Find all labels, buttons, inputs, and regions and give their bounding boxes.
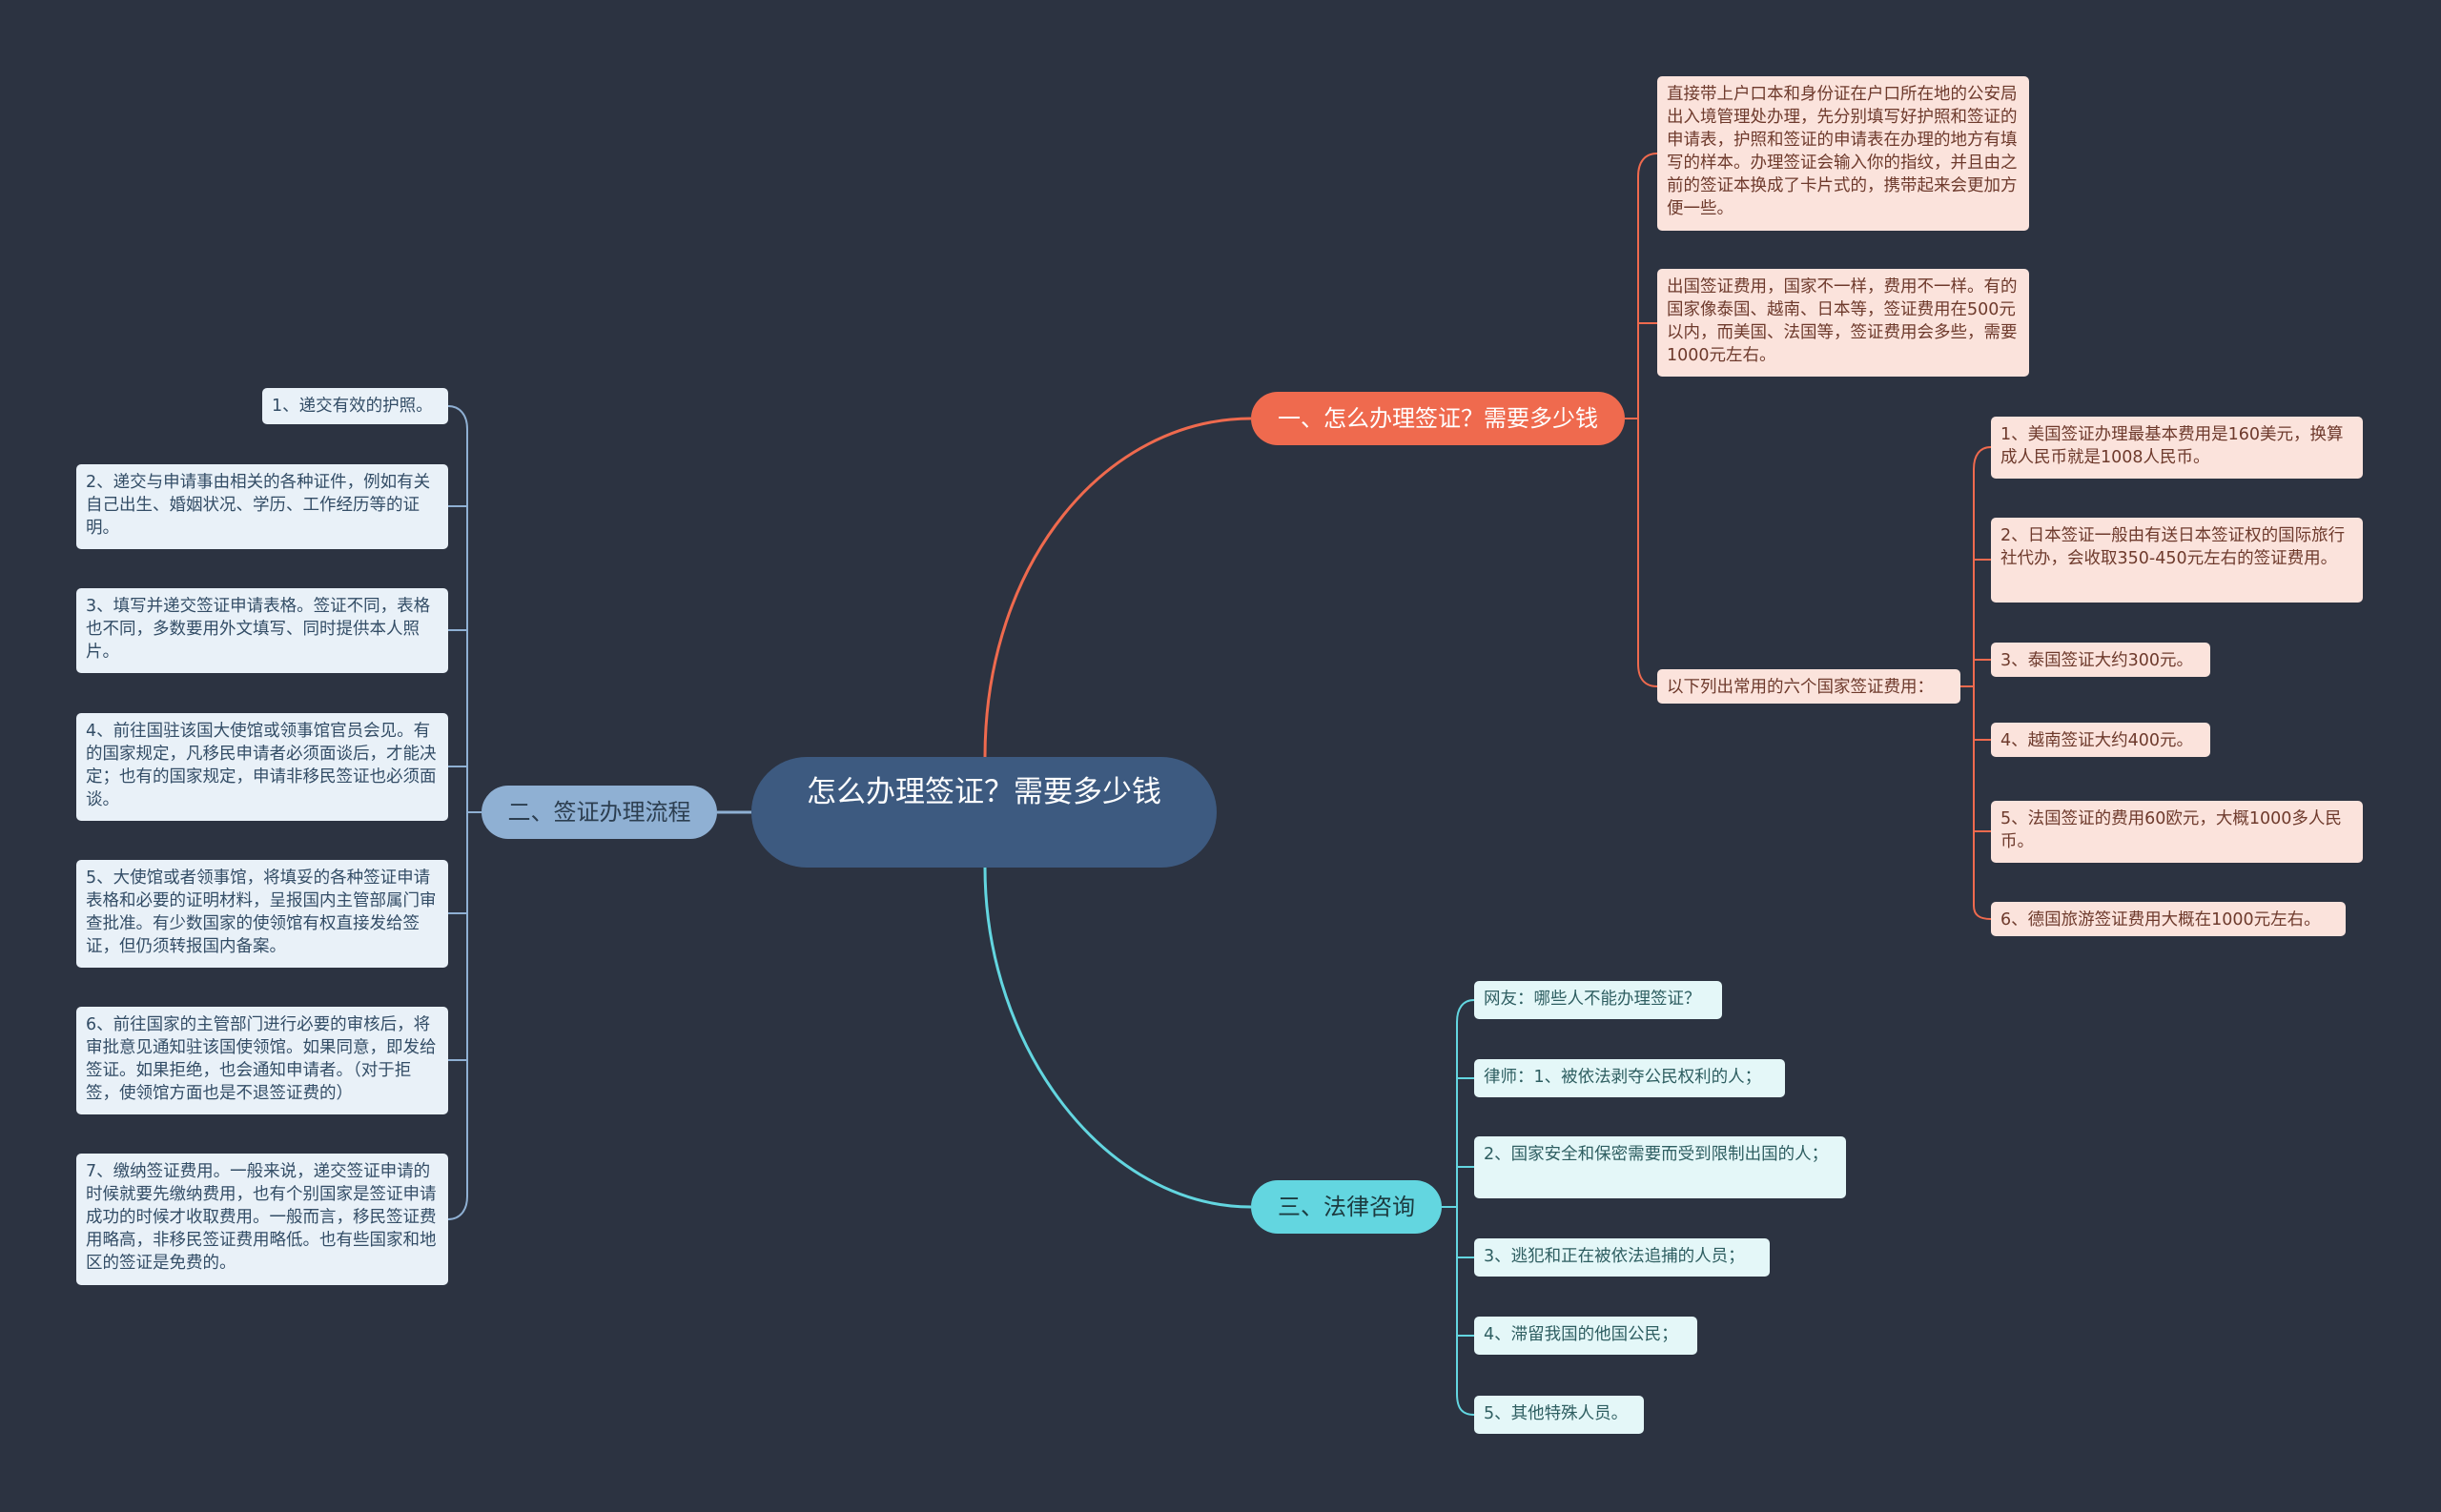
- branch-legal-consultation[interactable]: 三、法律咨询: [1251, 1180, 1442, 1234]
- consult-question[interactable]: 网友：哪些人不能办理签证？: [1474, 981, 1722, 1019]
- topic-visa-fee-overview[interactable]: 出国签证费用，国家不一样，费用不一样。有的国家像泰国、越南、日本等，签证费用在5…: [1657, 269, 2029, 377]
- process-step-3[interactable]: 3、填写并递交签证申请表格。签证不同，表格也不同，多数要用外文填写、同时提供本人…: [76, 588, 448, 673]
- fee-item-usa[interactable]: 1、美国签证办理最基本费用是160美元，换算成人民币就是1008人民币。: [1991, 417, 2363, 479]
- process-step-4[interactable]: 4、前往国驻该国大使馆或领事馆官员会见。有的国家规定，凡移民申请者必须面谈后，才…: [76, 713, 448, 821]
- consult-answer-5[interactable]: 5、其他特殊人员。: [1474, 1396, 1644, 1434]
- consult-answer-1[interactable]: 律师：1、被依法剥夺公民权利的人；: [1474, 1059, 1785, 1097]
- topic-visa-application-steps[interactable]: 直接带上户口本和身份证在户口所在地的公安局出入境管理处办理，先分别填写好护照和签…: [1657, 76, 2029, 231]
- root-topic[interactable]: 怎么办理签证？需要多少钱: [751, 757, 1217, 868]
- connector-line-7: [1973, 446, 1992, 920]
- consult-answer-4[interactable]: 4、滞留我国的他国公民；: [1474, 1317, 1697, 1355]
- connector-line-4: [1637, 153, 1658, 687]
- fee-item-vietnam[interactable]: 4、越南签证大约400元。: [1991, 723, 2210, 757]
- process-step-2[interactable]: 2、递交与申请事由相关的各种证件，例如有关自己出生、婚姻状况、学历、工作经历等的…: [76, 464, 448, 549]
- process-step-1[interactable]: 1、递交有效的护照。: [262, 388, 448, 424]
- connector-line-1: [983, 867, 1252, 1209]
- fee-item-thailand[interactable]: 3、泰国签证大约300元。: [1991, 643, 2210, 677]
- branch-visa-process[interactable]: 二、签证办理流程: [482, 786, 717, 839]
- topic-six-country-fees[interactable]: 以下列出常用的六个国家签证费用：: [1657, 669, 1960, 704]
- branch-visa-howto-cost[interactable]: 一、怎么办理签证？需要多少钱: [1251, 392, 1625, 445]
- process-step-6[interactable]: 6、前往国家的主管部门进行必要的审核后，将审批意见通知驻该国使领馆。如果同意，即…: [76, 1007, 448, 1114]
- connector-line-20: [1456, 999, 1475, 1416]
- process-step-5[interactable]: 5、大使馆或者领事馆，将填妥的各种签证申请表格和必要的证明材料，呈报国内主管部属…: [76, 860, 448, 968]
- connector-line-0: [983, 417, 1252, 758]
- fee-item-france[interactable]: 5、法国签证的费用60欧元，大概1000多人民币。: [1991, 801, 2363, 863]
- consult-answer-3[interactable]: 3、逃犯和正在被依法追捕的人员；: [1474, 1238, 1770, 1277]
- fee-item-germany[interactable]: 6、德国旅游签证费用大概在1000元左右。: [1991, 902, 2346, 936]
- connector-line-13: [447, 405, 468, 1220]
- process-step-7[interactable]: 7、缴纳签证费用。一般来说，递交签证申请的时候就要先缴纳费用，也有个别国家是签证…: [76, 1154, 448, 1285]
- consult-answer-2[interactable]: 2、国家安全和保密需要而受到限制出国的人；: [1474, 1136, 1846, 1198]
- fee-item-japan[interactable]: 2、日本签证一般由有送日本签证权的国际旅行社代办，会收取350-450元左右的签…: [1991, 518, 2363, 603]
